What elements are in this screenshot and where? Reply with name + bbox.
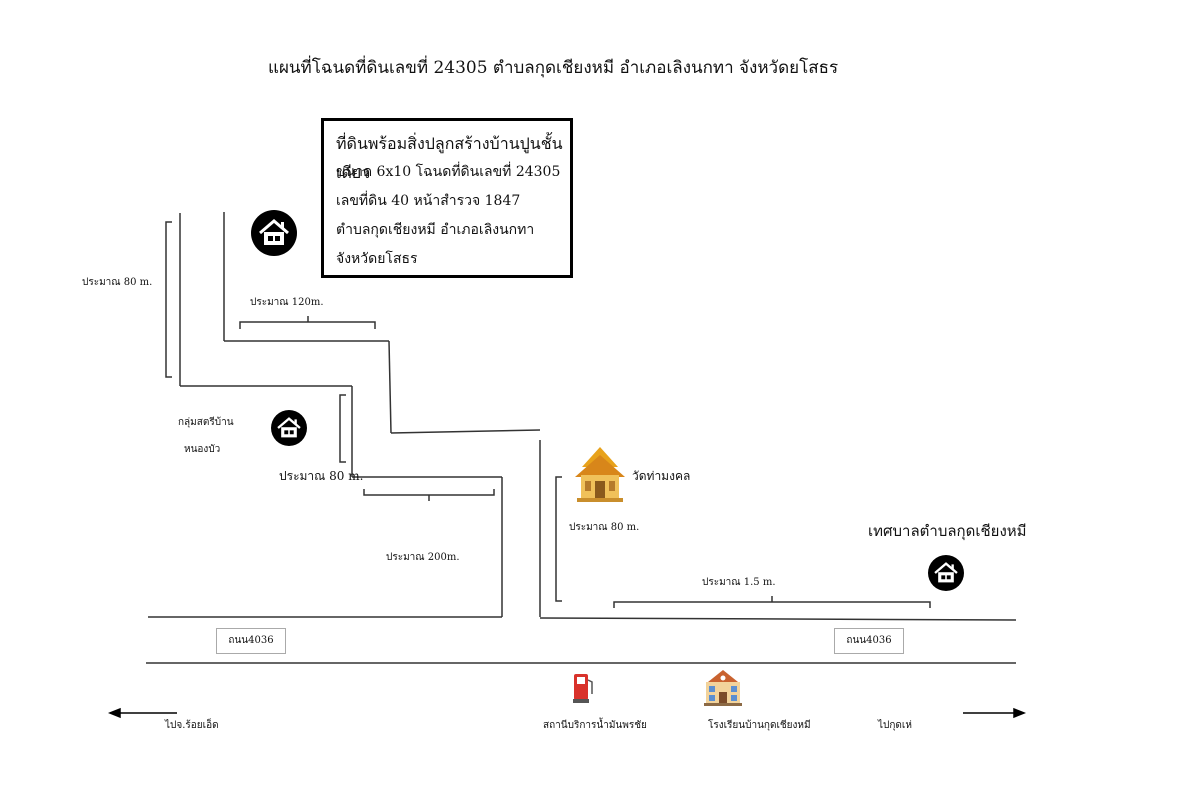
road-label-right: ถนน4036 xyxy=(834,628,904,654)
direction-left-label: ไปจ.ร้อยเอ็ด xyxy=(165,720,219,731)
road-segment xyxy=(388,340,392,434)
gas-station-label: สถานีบริการน้ำมันพรชัย xyxy=(543,720,647,731)
gas-pump-icon xyxy=(573,674,593,703)
info-line-5: จังหวัดยโสธร xyxy=(336,251,418,267)
bracket-80m-right xyxy=(555,476,562,602)
distance-label: ประมาณ 200m. xyxy=(386,552,460,563)
bracket-120m xyxy=(239,321,376,329)
bracket-1-5m xyxy=(613,601,931,608)
map-title: แผนที่โฉนดที่ดินเลขที่ 24305 ตำบลกุดเชีย… xyxy=(268,58,839,78)
info-line-3: เลขที่ดิน 40 หน้าสำรวจ 1847 xyxy=(336,193,521,209)
distance-label: ประมาณ 80 m. xyxy=(569,522,640,533)
house-icon xyxy=(251,210,297,256)
direction-right-label: ไปกุดเห่ xyxy=(878,720,912,731)
arrow-right-head xyxy=(1013,707,1027,719)
temple-icon xyxy=(575,447,625,502)
village-group-label-2: หนองบัว xyxy=(184,444,221,455)
house-icon xyxy=(271,410,307,446)
village-group-label: กลุ่มสตรีบ้าน xyxy=(178,417,234,428)
road-segment xyxy=(390,429,541,434)
distance-label: ประมาณ 80 m. xyxy=(82,277,153,288)
info-line-2: ขนาด 6x10 โฉนดที่ดินเลขที่ 24305 xyxy=(336,164,561,180)
property-info-box: ที่ดินพร้อมสิ่งปลูกสร้างบ้านปูนชั้นเดียว… xyxy=(321,118,573,278)
bracket-80m-mid xyxy=(339,394,346,463)
house-icon xyxy=(928,555,964,591)
bracket-200m xyxy=(363,489,495,496)
arrow-left-head xyxy=(107,707,121,719)
temple-label: วัดท่ามงคล xyxy=(632,469,691,483)
distance-label: ประมาณ 1.5 m. xyxy=(702,577,776,588)
distance-label: ประมาณ 80 m. xyxy=(279,469,364,483)
school-building-icon xyxy=(704,670,742,706)
distance-label: ประมาณ 120m. xyxy=(250,297,324,308)
info-line-4: ตำบลกุดเชียงหมี อำเภอเลิงนกทา xyxy=(336,222,535,238)
bracket-80m-left xyxy=(165,221,172,378)
municipality-label: เทศบาลตำบลกุดเชียงหมี xyxy=(868,522,1027,540)
road-label-left: ถนน4036 xyxy=(216,628,286,654)
road-4036-upper-edge xyxy=(539,617,1017,621)
info-line-1: ที่ดินพร้อมสิ่งปลูกสร้างบ้านปูนชั้นเดียว xyxy=(336,134,563,182)
school-label: โรงเรียนบ้านกุดเชียงหมี xyxy=(708,720,811,731)
